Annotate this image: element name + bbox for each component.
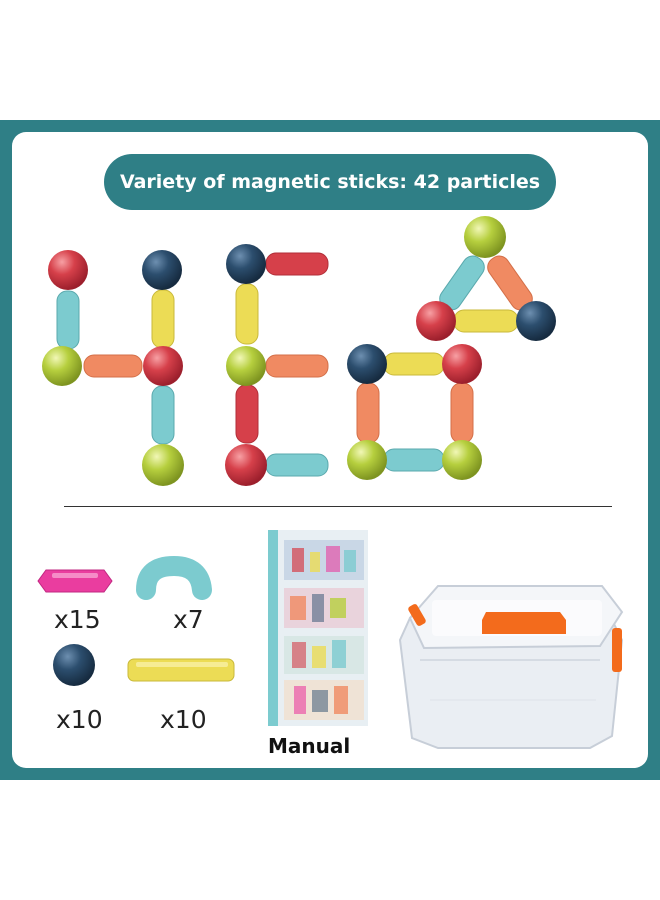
figure-four (42, 250, 184, 486)
figure-triangle (416, 216, 556, 341)
manual-booklet (268, 530, 368, 726)
manual-label: Manual (268, 734, 351, 758)
storage-box (398, 585, 624, 749)
figure-square (347, 344, 482, 480)
section-divider (64, 506, 612, 507)
title-text: Variety of magnetic sticks: 42 particles (119, 171, 541, 193)
part-yellow-stick (127, 658, 235, 682)
figure-e (225, 244, 329, 486)
part-curved-stick (136, 555, 212, 600)
curved-stick-quantity: x7 (173, 605, 204, 634)
navy-ball-quantity: x10 (56, 705, 103, 734)
part-navy-ball (53, 644, 95, 686)
pink-stick-quantity: x15 (54, 605, 101, 634)
title-banner: Variety of magnetic sticks: 42 particles (104, 154, 556, 210)
part-pink-stick (37, 569, 113, 593)
yellow-stick-quantity: x10 (160, 705, 207, 734)
